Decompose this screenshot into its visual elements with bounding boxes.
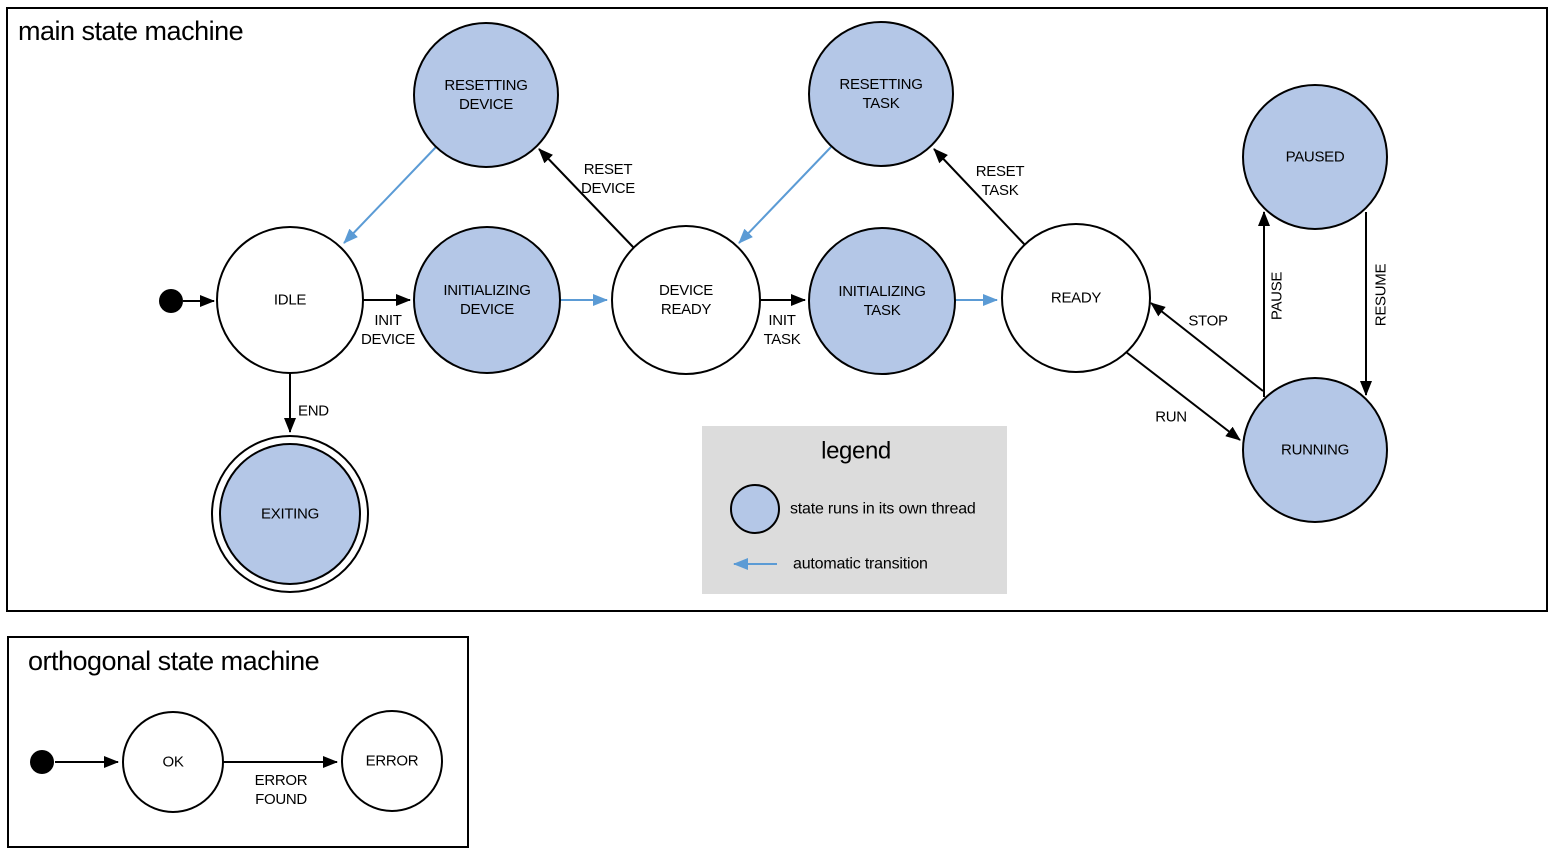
state-running-label: RUNNING [1281,441,1349,459]
state-ready-label: READY [1050,289,1102,307]
transition-pause-label: PAUSE [1268,271,1286,321]
transition-init-device-label: INIT DEVICE [360,312,416,348]
state-idle-label: IDLE [273,291,307,309]
state-ready-circle [1001,223,1151,373]
state-resetting-task-circle [808,21,954,167]
transition-init-task-label: INIT TASK [763,312,801,348]
state-idle-circle [216,226,364,374]
transition-reset-task-label: RESET TASK [975,163,1025,199]
transition-end-label: END [298,402,329,420]
initial-state-dot-main [159,289,183,313]
transition-reset-device-label: RESET DEVICE [580,161,636,197]
orthogonal-diagram-title: orthogonal state machine [28,646,320,676]
state-initializing-task-label: INITIALIZING TASK [838,283,926,319]
state-running-circle [1242,377,1388,523]
state-paused-label: PAUSED [1285,148,1345,166]
legend-threaded-state-label: state runs in its own thread [790,500,976,518]
state-exiting-label: EXITING [261,505,319,523]
auto-transition-resetting-task-to-device-ready [738,146,832,244]
transition-stop [1150,302,1264,392]
transition-stop-label: STOP [1188,312,1228,330]
transition-resume-label: RESUME [1372,263,1390,327]
state-device-ready-label: DEVICE READY [658,282,714,318]
state-error-label: ERROR [365,752,419,770]
state-ok-circle [122,711,224,813]
state-paused-circle [1242,84,1388,230]
transition-run-label: RUN [1155,408,1187,426]
auto-transition-resetting-device-to-idle [343,146,437,244]
state-error-circle [341,710,443,812]
state-resetting-device-circle [413,22,559,168]
state-ok-label: OK [162,753,184,771]
state-initializing-device-label: INITIALIZING DEVICE [443,282,531,318]
initial-state-dot-orthogonal [30,750,54,774]
transition-error-found-label: ERROR FOUND [254,772,308,808]
transition-reset-device [538,148,635,249]
transition-run [1125,351,1241,441]
transition-reset-task [933,148,1026,246]
legend-threaded-state-icon [730,484,780,534]
state-resetting-task-label: RESETTING TASK [839,76,923,112]
state-initializing-task-circle [808,227,956,375]
legend-title: legend [821,437,891,465]
legend-automatic-transition-label: automatic transition [793,555,928,573]
state-exiting-circle [219,443,361,585]
state-device-ready-circle [611,225,761,375]
state-resetting-device-label: RESETTING DEVICE [444,77,528,113]
main-diagram-title: main state machine [18,16,244,46]
state-initializing-device-circle [413,226,561,374]
